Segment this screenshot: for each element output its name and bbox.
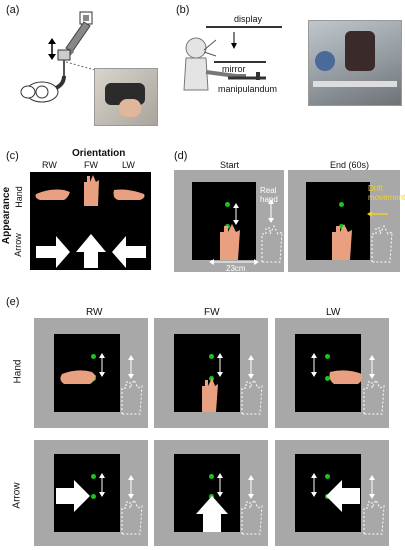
panel-e-label: (e)	[6, 296, 20, 308]
orientation-title: Orientation	[72, 148, 126, 159]
e-col-label-rw: RW	[86, 307, 103, 318]
hand-dot	[339, 224, 344, 229]
hand-dot	[209, 494, 214, 499]
target-dot	[325, 354, 330, 359]
panel-d-label: (d)	[174, 150, 188, 162]
target-dot	[325, 474, 330, 479]
setup-photo	[308, 20, 402, 106]
manipulandum-photo	[94, 68, 158, 126]
robot-arm-illustration	[20, 11, 96, 103]
target-dot	[91, 474, 96, 479]
manipulandum-label: manipulandum	[218, 84, 278, 94]
distance-label: 23cm	[226, 264, 246, 273]
hand-dot	[325, 376, 330, 381]
target-dot	[339, 202, 344, 207]
target-dot	[209, 474, 214, 479]
start-title: Start	[220, 160, 240, 170]
target-dot	[91, 354, 96, 359]
e-col-label-lw: LW	[326, 307, 341, 318]
hand-dot	[209, 376, 214, 381]
col-label-fw: FW	[84, 160, 98, 170]
panel-a-label: (a)	[6, 4, 20, 16]
target-dot	[209, 354, 214, 359]
e-col-label-fw: FW	[204, 307, 220, 318]
end-scene	[332, 211, 393, 263]
col-label-lw: LW	[122, 160, 135, 170]
stimulus-grid-content	[35, 175, 146, 268]
start-scene	[209, 199, 283, 265]
hand-dot	[91, 494, 96, 499]
real-hand-label: Real hand	[260, 186, 278, 204]
mirror-label: mirror	[222, 64, 246, 74]
end-title: End (60s)	[330, 160, 370, 170]
display-label: display	[234, 14, 263, 24]
mirror-setup-illustration	[183, 26, 282, 91]
drift-movement-label: Drift movement	[368, 184, 405, 202]
panel-b-label: (b)	[176, 4, 190, 16]
target-dot	[225, 202, 230, 207]
panel-c-label: (c)	[6, 150, 19, 162]
col-label-rw: RW	[42, 160, 57, 170]
